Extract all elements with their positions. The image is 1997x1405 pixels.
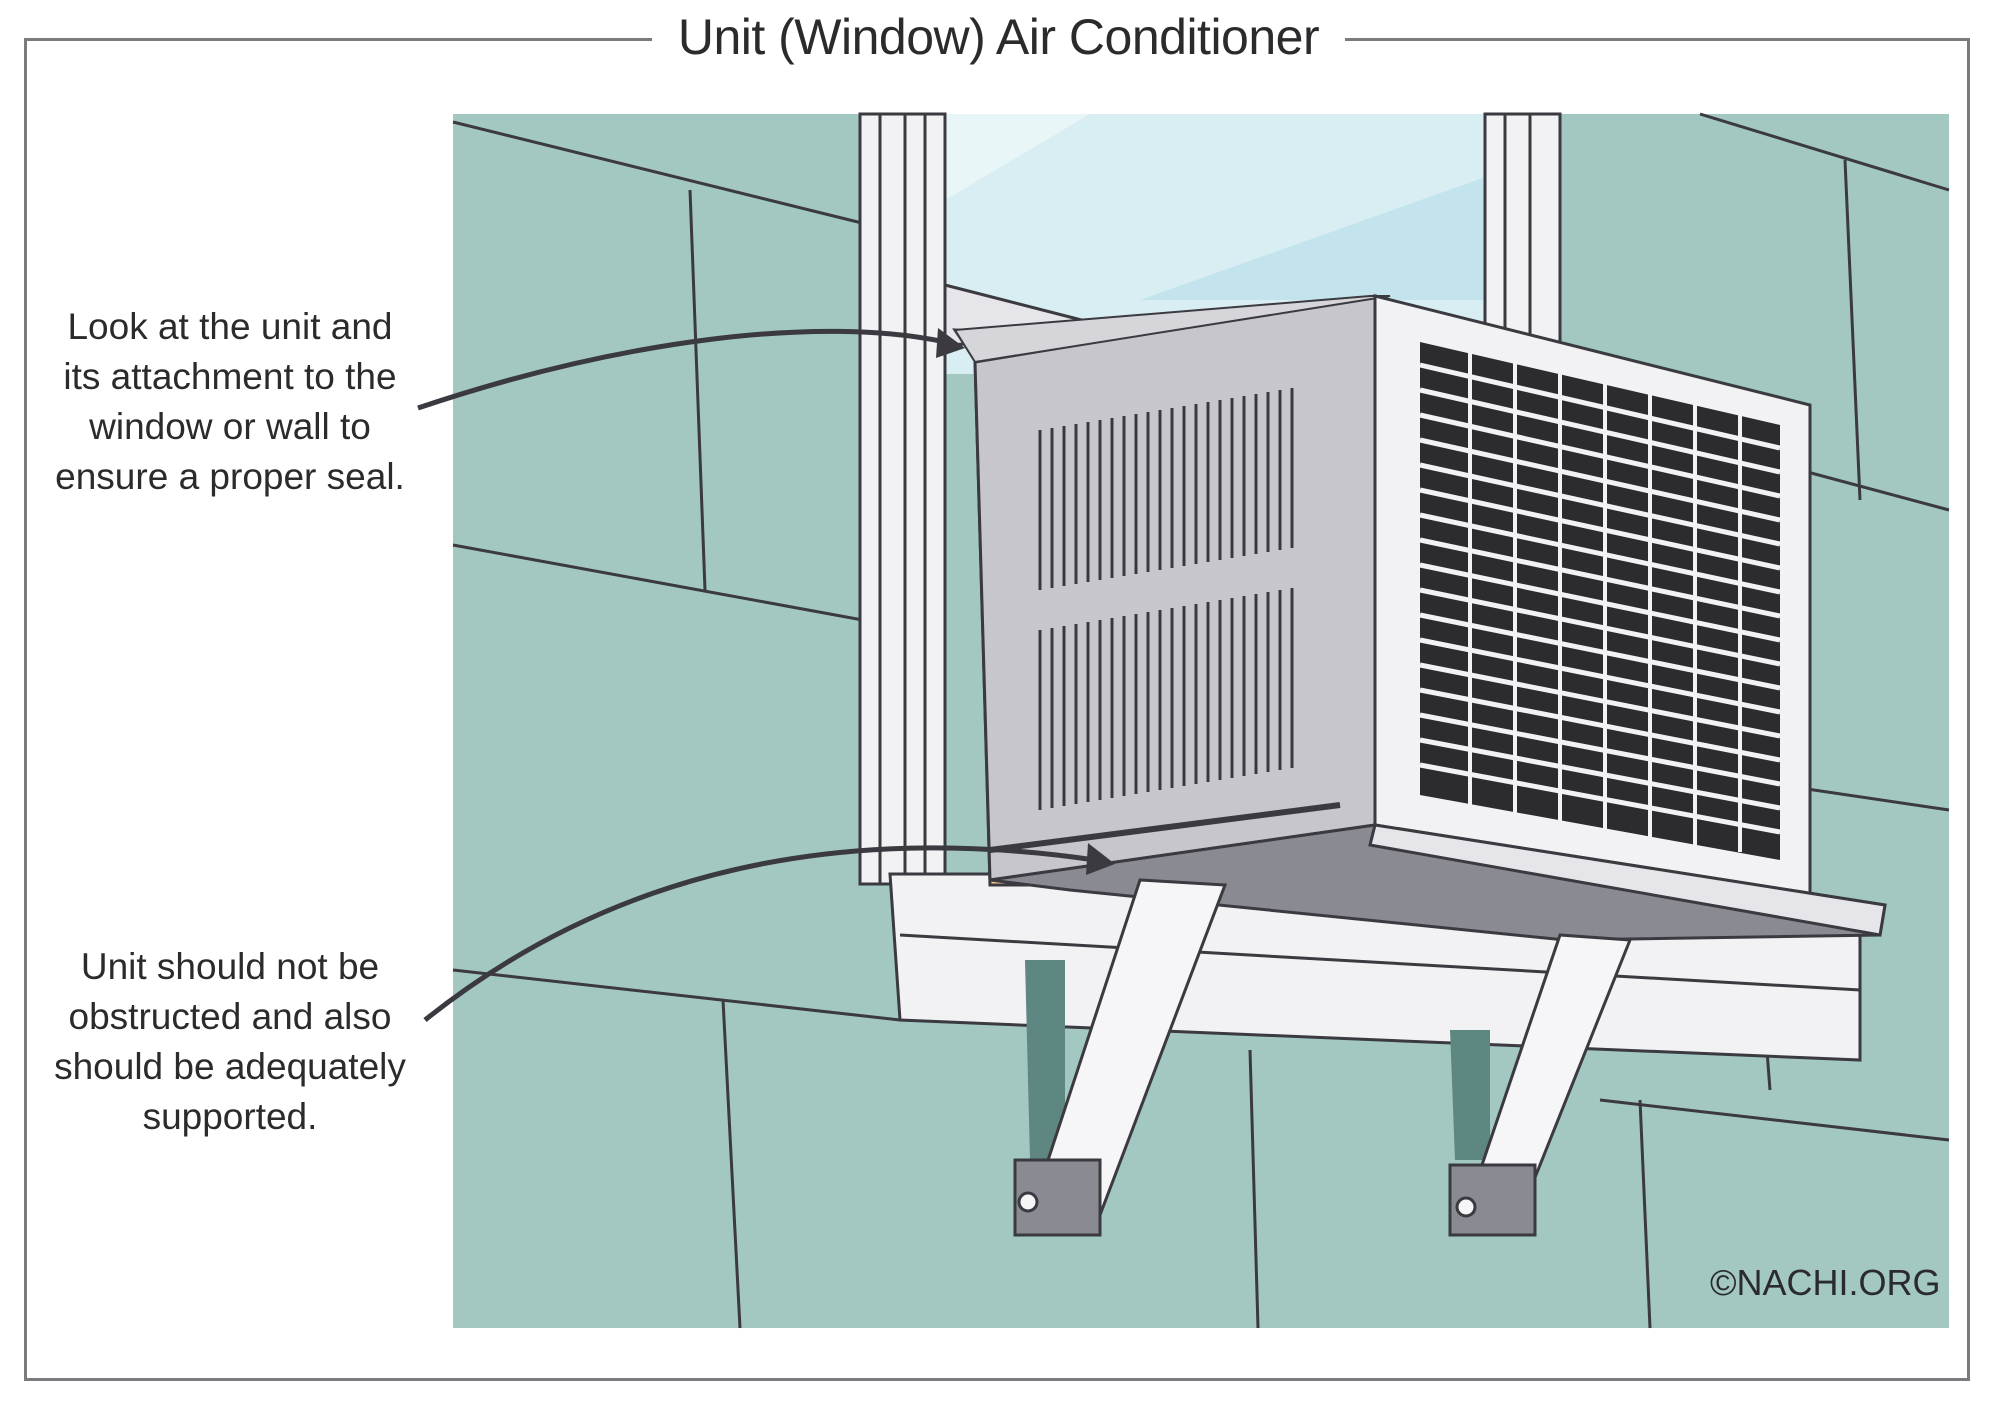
arrowhead-seal (936, 328, 965, 358)
side-trim (989, 802, 1341, 853)
callout-support-line: should be adequately (54, 1046, 406, 1087)
side-vents (1038, 388, 1294, 810)
callout-support-line: obstructed and also (68, 996, 392, 1037)
callout-support-line: Unit should not be (80, 946, 380, 987)
callout-seal-line: ensure a proper seal. (55, 456, 405, 497)
callout-support-line: supported. (142, 1096, 318, 1137)
callout-seal-line: its attachment to the (63, 356, 397, 397)
callout-seal: Look at the unit and its attachment to t… (40, 302, 420, 502)
callout-seal-line: window or wall to (89, 406, 371, 447)
siding-lines (452, 112, 1950, 1329)
arrow-seal (417, 328, 946, 411)
title-container: Unit (Window) Air Conditioner (0, 8, 1997, 66)
ac-base-lip (1368, 823, 1887, 937)
page-title: Unit (Window) Air Conditioner (651, 9, 1346, 65)
ac-side-panel (973, 294, 1377, 882)
grille-louvers (1419, 340, 1781, 852)
copyright-credit: ©NACHI.ORG (1710, 1262, 1941, 1303)
ac-top (953, 295, 1391, 364)
glass-reflection-2 (1140, 170, 1505, 300)
bracket-shadow-left (1025, 960, 1065, 1160)
callout-arrows (417, 328, 1096, 1022)
callout-support: Unit should not be obstructed and also s… (40, 942, 420, 1142)
window-frame (858, 112, 1562, 886)
arrowhead-support (1086, 843, 1115, 875)
support-brackets (1013, 878, 1633, 1237)
sill-edge (899, 933, 1861, 992)
glass-reflection (945, 114, 1090, 200)
bracket-shadow-right (1450, 1030, 1490, 1160)
arrow-support (423, 845, 1096, 1022)
callout-seal-line: Look at the unit and (67, 306, 393, 347)
